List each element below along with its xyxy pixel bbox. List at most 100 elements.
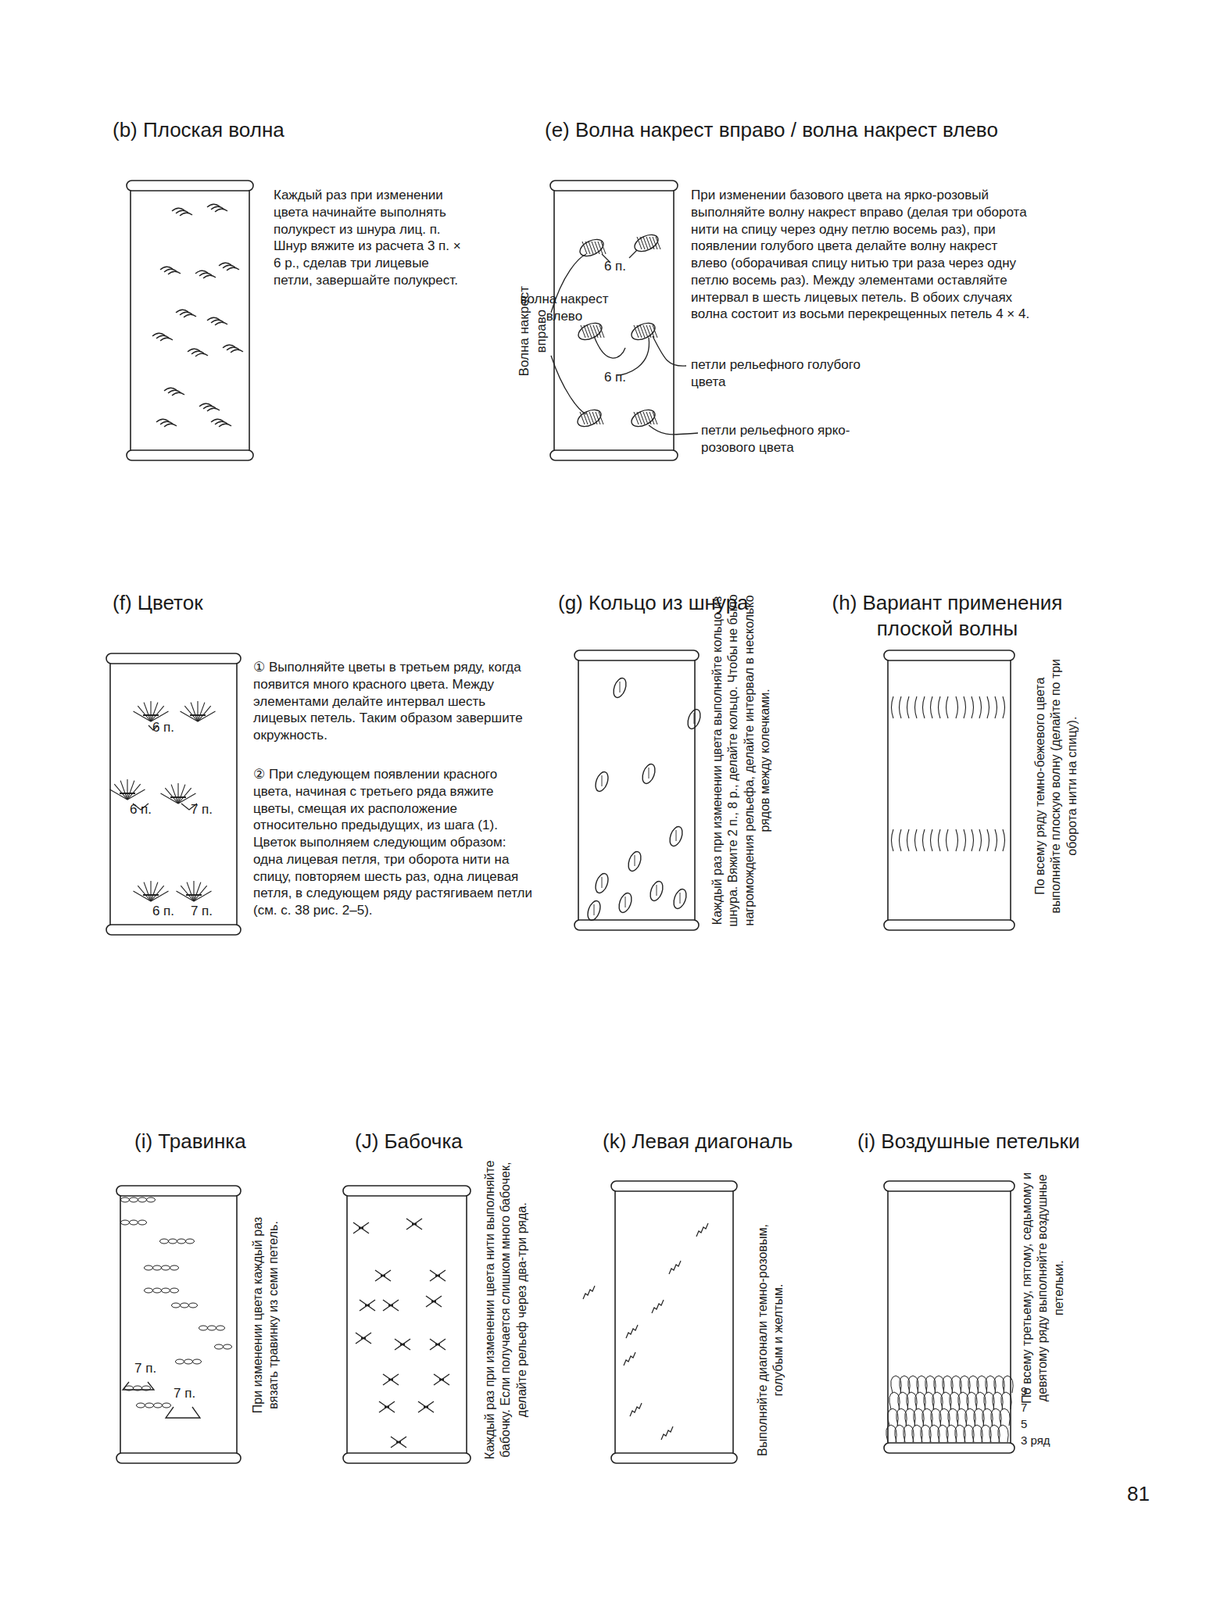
cord-ring bbox=[593, 769, 611, 793]
tube-body bbox=[887, 1188, 1011, 1446]
grass-link bbox=[146, 1197, 156, 1203]
flower-petal bbox=[190, 702, 198, 722]
tube-cap bbox=[611, 1180, 738, 1192]
butterfly bbox=[355, 1332, 372, 1344]
grass-link bbox=[121, 1220, 130, 1225]
diagonal-zigzag bbox=[626, 1324, 638, 1339]
tube-cap bbox=[574, 919, 699, 931]
grass-link bbox=[184, 1359, 194, 1364]
grass-link bbox=[175, 1359, 185, 1364]
butterfly-tie bbox=[400, 1343, 405, 1346]
flower-petal bbox=[193, 882, 201, 902]
flower-petal bbox=[186, 882, 194, 902]
section-heading: (h) Вариант применения плоской волны bbox=[830, 590, 1065, 643]
grass-link bbox=[223, 1344, 233, 1350]
flower-petal bbox=[184, 705, 198, 722]
flower-petal bbox=[193, 880, 194, 902]
section-heading: (e) Волна накрест вправо / волна накрест… bbox=[544, 117, 1155, 144]
wave-row bbox=[946, 696, 949, 719]
butterfly bbox=[394, 1338, 411, 1350]
flower-petal bbox=[150, 702, 158, 722]
cord-ring bbox=[685, 707, 703, 731]
tube-body bbox=[110, 661, 237, 927]
grass-link bbox=[160, 1238, 169, 1244]
section-heading: (i) Травинка bbox=[134, 1128, 291, 1155]
flower-petal bbox=[150, 705, 165, 722]
grass-link bbox=[168, 1238, 178, 1244]
flower-petal bbox=[143, 882, 151, 902]
tube-cap bbox=[883, 1180, 1015, 1192]
butterfly-tie bbox=[423, 1406, 429, 1409]
flower-petal bbox=[126, 779, 128, 800]
grass-link bbox=[186, 1238, 195, 1244]
diagonal-zigzag bbox=[623, 1352, 636, 1366]
leader-line bbox=[629, 250, 637, 258]
wave-row bbox=[955, 829, 959, 852]
grass-link bbox=[207, 1325, 217, 1331]
wave-row bbox=[979, 696, 982, 719]
wave-row bbox=[955, 696, 959, 719]
diagonal-zigzag bbox=[629, 1402, 642, 1417]
diagonal-zigzag bbox=[651, 1299, 664, 1314]
flower-petal bbox=[176, 891, 195, 902]
callout-label: 7 п. bbox=[134, 1359, 182, 1378]
air-loop bbox=[998, 1424, 1009, 1443]
grass-link bbox=[153, 1265, 162, 1271]
note-text: При изменении базового цвета на ярко-роз… bbox=[690, 186, 1035, 323]
flower-petal bbox=[114, 783, 128, 800]
tube-cap bbox=[343, 1452, 471, 1464]
cross-hatch bbox=[652, 411, 658, 425]
tube-body bbox=[120, 1193, 237, 1456]
butterfly-tie bbox=[365, 1304, 370, 1307]
cord-ring-inner bbox=[619, 681, 621, 693]
cross-loop bbox=[629, 406, 659, 430]
flower-petal bbox=[150, 701, 151, 722]
flower-petal bbox=[177, 783, 179, 804]
grass-link bbox=[162, 1402, 172, 1408]
callout-label: 7 bbox=[1020, 1399, 1068, 1415]
grass-link bbox=[153, 1402, 163, 1408]
wave-arc bbox=[203, 275, 216, 279]
butterfly-tie bbox=[388, 1304, 394, 1307]
grass-link bbox=[121, 1197, 130, 1203]
cord-ring bbox=[585, 898, 603, 922]
cord-ring bbox=[616, 891, 634, 914]
butterfly-tie bbox=[384, 1406, 390, 1409]
flower-petal bbox=[178, 784, 186, 804]
grass-link bbox=[153, 1288, 162, 1293]
callout-label: 3 ряд bbox=[1020, 1432, 1084, 1448]
butterfly-tie bbox=[380, 1274, 386, 1278]
flower-petal bbox=[180, 711, 199, 722]
cross-hatch bbox=[601, 241, 606, 255]
wave-arc bbox=[179, 212, 193, 216]
flower-petal bbox=[150, 880, 151, 902]
wave-row bbox=[915, 829, 918, 852]
grass-link bbox=[161, 1288, 171, 1293]
wave-row bbox=[1002, 829, 1006, 852]
wave-arc bbox=[230, 349, 244, 353]
wave-arc bbox=[214, 208, 228, 212]
wave-row bbox=[963, 696, 967, 719]
cord-ring bbox=[593, 871, 611, 895]
flower-petal bbox=[150, 882, 158, 902]
flower-petal bbox=[161, 793, 179, 804]
cross-loop bbox=[575, 406, 605, 430]
flower-petal bbox=[180, 885, 194, 902]
cord-ring bbox=[611, 676, 629, 699]
note-text: Каждый раз при изменении цвета нити выпо… bbox=[482, 1153, 530, 1467]
wave-row bbox=[930, 829, 934, 852]
wave-row bbox=[987, 829, 990, 852]
flower-tie bbox=[170, 796, 187, 799]
butterfly-tie bbox=[396, 1441, 401, 1444]
butterfly-tie bbox=[435, 1343, 441, 1346]
flower-petal bbox=[150, 885, 165, 902]
callout-label: 6 п. bbox=[591, 368, 639, 387]
cord-ring-inner bbox=[656, 884, 658, 896]
wave-row bbox=[930, 696, 934, 719]
callout-label: 9 bbox=[1020, 1383, 1068, 1399]
flower-tie bbox=[119, 792, 136, 795]
flower-petal bbox=[137, 885, 151, 902]
flower-petal bbox=[197, 702, 205, 722]
tube-cap bbox=[611, 1452, 738, 1464]
cord-ring-inner bbox=[601, 876, 603, 888]
